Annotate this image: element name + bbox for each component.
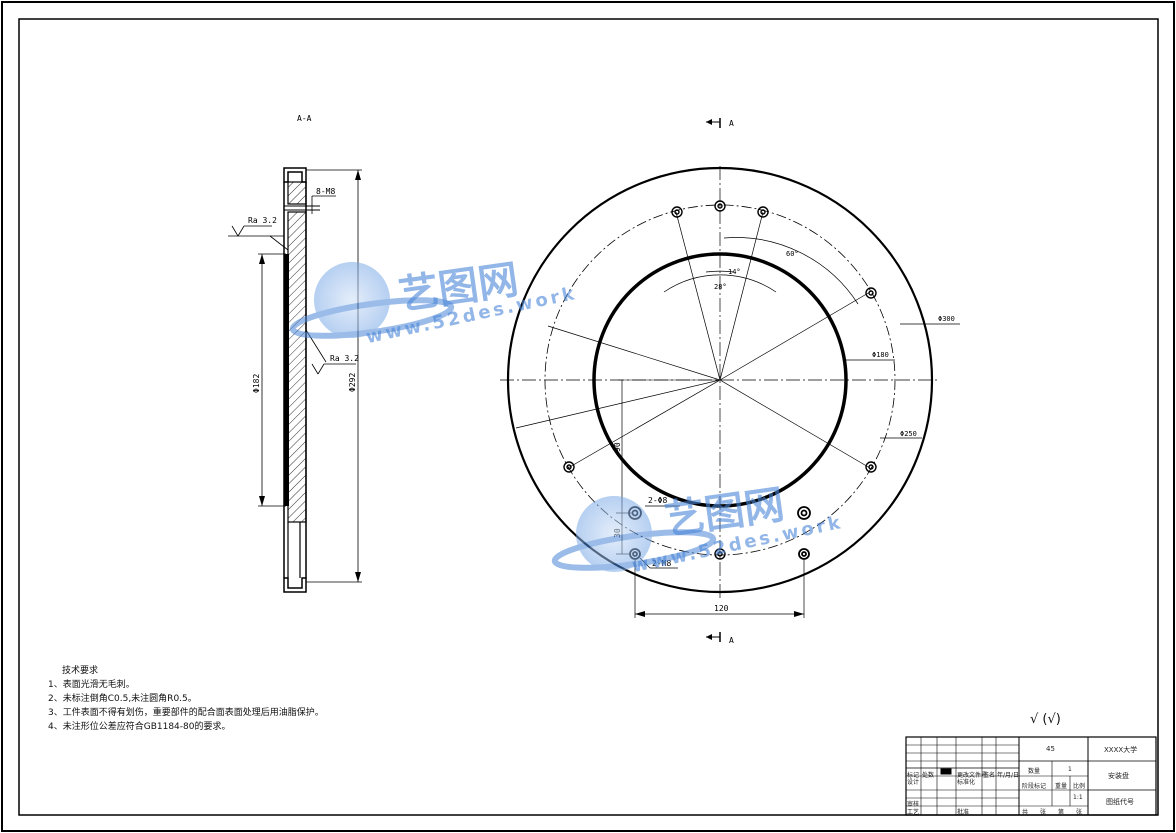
note-item: 1、表面光滑无毛刺。 — [48, 680, 135, 690]
tb-part-name: 安装盘 — [1108, 772, 1129, 780]
surface-finish-symbol: √ (√) — [1030, 712, 1061, 727]
tb-row-label: 处数 — [922, 772, 935, 779]
inner-border — [18, 18, 1159, 816]
angle-14: 14° — [728, 268, 741, 276]
tb-row-label: 标记 — [907, 772, 920, 779]
dim-phi-182: Φ182 — [252, 374, 261, 393]
dim-phi-250: Φ250 — [900, 430, 917, 438]
tb-sheet-label: 第 — [1058, 809, 1065, 816]
section-mark-top: A — [729, 119, 734, 128]
note-item: 4、未注形位公差应符合GB1184-80的要求。 — [48, 722, 231, 732]
tb-stage-label: 阶段标记 — [1022, 783, 1047, 790]
section-mark-bottom: A — [729, 636, 734, 645]
tb-row-label: 签名 — [983, 772, 996, 779]
tb-school: XXXX大学 — [1104, 746, 1138, 754]
tb-sheet-label: 共 — [1022, 809, 1029, 816]
dim-phi-292: Φ292 — [348, 373, 357, 392]
bolt-holes — [563, 200, 877, 560]
tb-approve: 批准 — [957, 809, 970, 816]
dim-phi-180: Φ180 — [872, 351, 889, 359]
notes-title: 技术要求 — [62, 666, 99, 676]
tb-quantity: 1 — [1068, 766, 1072, 773]
dim-phi-300: Φ300 — [938, 315, 955, 323]
dim-2-phi8: 2-Φ8 — [648, 496, 667, 505]
note-item: 2、未标注倒角C0.5,未注圆角R0.5。 — [48, 694, 197, 704]
tb-scale: 1:1 — [1073, 794, 1083, 801]
section-view: A-A Φ292 Φ182 8-M8 — [228, 114, 362, 593]
tb-row-label: 更改文件号 — [957, 772, 988, 779]
outer-circle — [506, 166, 934, 594]
bolt-circle — [544, 204, 896, 556]
tb-weight-label: 重量 — [1055, 783, 1068, 790]
dim-2-m8: 2-M8 — [652, 559, 671, 568]
tb-material: 45 — [1046, 745, 1055, 753]
dim-120: 120 — [714, 604, 729, 613]
dim-8-m8: 8-M8 — [316, 187, 335, 196]
roughness-2: Ra 3.2 — [330, 354, 359, 363]
front-view: 28° 14° 60° Φ300 Φ180 Φ250 2-Φ8 — [500, 118, 960, 645]
angle-28: 28° — [714, 283, 727, 291]
tb-design: 设计 — [907, 779, 920, 786]
tb-scale-label: 比例 — [1073, 783, 1086, 790]
angle-60: 60° — [786, 250, 799, 258]
dim-90: 90 — [613, 442, 622, 452]
technical-notes: 技术要求 1、表面光滑无毛刺。 2、未标注倒角C0.5,未注圆角R0.5。 3、… — [48, 664, 324, 734]
title-block — [905, 736, 1157, 816]
tb-process: 工艺 — [907, 809, 920, 816]
locating-holes — [628, 506, 811, 560]
tb-quantity-label: 数量 — [1028, 768, 1041, 775]
tb-standard: 标准化 — [957, 779, 976, 786]
tb-sheet-label: 张 — [1076, 809, 1083, 816]
note-item: 3、工件表面不得有划伤，重要部件的配合面表面处理后用油脂保护。 — [48, 708, 324, 718]
tb-review: 审核 — [907, 801, 920, 808]
section-label: A-A — [297, 114, 312, 123]
tb-row-label: 年/月/日 — [997, 772, 1020, 779]
tb-sheet-label: 张 — [1040, 809, 1047, 816]
tb-drawing-no-label: 图纸代号 — [1106, 798, 1134, 806]
roughness-1: Ra 3.2 — [248, 216, 277, 225]
inner-circle — [592, 252, 848, 508]
watermark-globes — [289, 262, 717, 572]
